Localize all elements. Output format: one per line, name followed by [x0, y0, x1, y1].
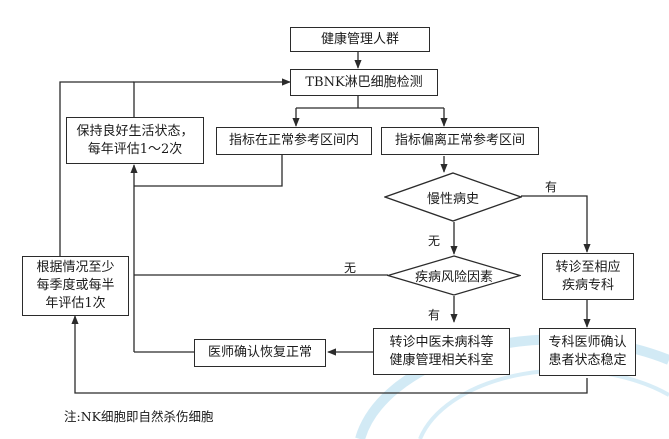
node-health-group: 健康管理人群 [290, 27, 430, 52]
node-refer-specialty: 转诊至相应 疾病专科 [542, 253, 634, 300]
edge-confirm-to-reassess [71, 315, 588, 394]
edge-keep-to-tbnk [133, 78, 291, 117]
node-reassess-label: 根据情况至少 每季度或每半 年评估1次 [36, 260, 115, 311]
edge-label-has-risk: 有 [428, 308, 441, 322]
node-keep-healthy: 保持良好生活状态， 每年评估1～2次 [66, 117, 204, 164]
node-disease-risk-label: 疾病风险因素 [414, 270, 493, 285]
node-specialist-confirm: 专科医师确认 患者状态稳定 [539, 328, 636, 376]
node-tbnk-test: TBNK淋巴细胞检测 [290, 69, 438, 96]
edge-label-none-chronic: 无 [428, 234, 441, 248]
node-normal-range: 指标在正常参考区间内 [216, 127, 372, 155]
node-disease-risk: 疾病风险因素 [387, 255, 521, 296]
node-refer-tcm: 转诊中医未病科等 健康管理相关科室 [373, 328, 510, 375]
footnote: 注:NK细胞即自然杀伤细胞 [64, 409, 214, 424]
node-deviate-range-label: 指标偏离正常参考区间 [394, 133, 525, 148]
edge-label-has-chronic: 有 [545, 180, 558, 194]
node-health-group-label: 健康管理人群 [320, 31, 399, 47]
node-doctor-confirm-normal-label: 医师确认恢复正常 [207, 345, 312, 360]
node-chronic-history-label: 慢性病史 [426, 191, 479, 207]
edge-chronic-yes [521, 195, 591, 253]
node-deviate-range: 指标偏离正常参考区间 [381, 127, 539, 155]
node-normal-range-label: 指标在正常参考区间内 [228, 133, 359, 148]
node-refer-tcm-label: 转诊中医未病科等 健康管理相关科室 [389, 334, 494, 368]
node-specialist-confirm-label: 专科医师确认 患者状态稳定 [548, 335, 627, 368]
node-chronic-history: 慢性病史 [384, 172, 522, 222]
node-tbnk-test-label: TBNK淋巴细胞检测 [305, 74, 423, 90]
node-reassess: 根据情况至少 每季度或每半 年评估1次 [22, 256, 129, 316]
node-refer-specialty-label: 转诊至相应 疾病专科 [555, 259, 621, 293]
edge-label-none-risk: 无 [344, 261, 357, 275]
node-keep-healthy-label: 保持良好生活状态， 每年评估1～2次 [76, 123, 194, 157]
node-doctor-confirm-normal: 医师确认恢复正常 [194, 339, 326, 367]
edge-reassess-to-tbnk [59, 81, 134, 256]
edge-normal-to-keep [134, 155, 283, 187]
